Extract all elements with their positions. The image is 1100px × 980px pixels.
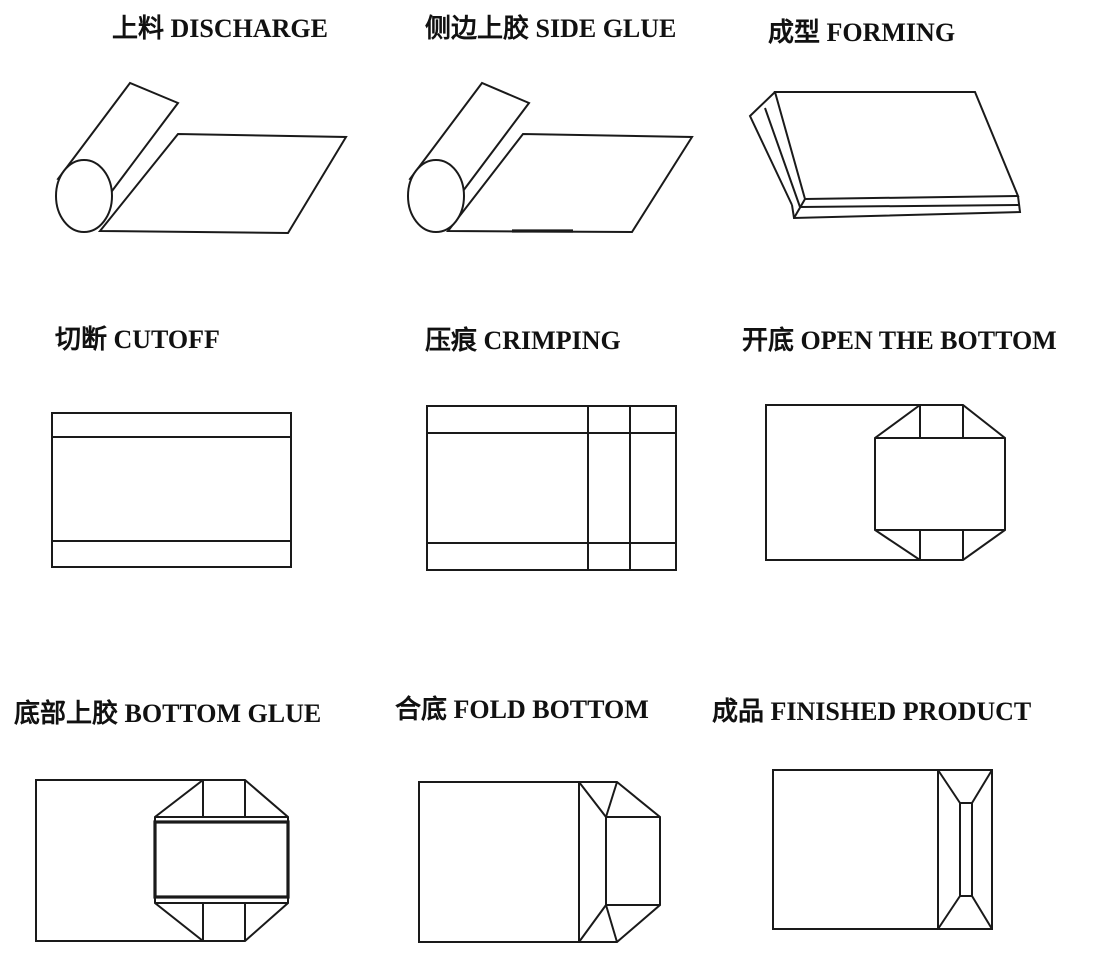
glue-area	[153, 820, 290, 899]
label-open-the-bottom: 开底 OPEN THE BOTTOM	[742, 326, 1057, 355]
label-fold-bottom: 合底 FOLD BOTTOM	[395, 695, 649, 724]
crimping-sheet-illustration	[426, 405, 677, 571]
open-bottom-illustration	[765, 404, 1006, 561]
fold-bottom-illustration	[418, 781, 661, 943]
label-crimping: 压痕 CRIMPING	[425, 326, 621, 355]
label-finished-product: 成品 FINISHED PRODUCT	[712, 697, 1032, 726]
bottom-glue-illustration	[35, 779, 290, 942]
label-bottom-glue: 底部上胶 BOTTOM GLUE	[14, 699, 322, 728]
discharge-roll-illustration	[55, 81, 348, 235]
finished-product-illustration	[772, 769, 993, 930]
side-glue-roll-illustration	[407, 81, 694, 234]
label-side-glue: 侧边上胶 SIDE GLUE	[425, 14, 677, 43]
label-discharge: 上料 DISCHARGE	[112, 14, 328, 43]
forming-tube-illustration	[748, 91, 1022, 220]
label-forming: 成型 FORMING	[768, 18, 956, 47]
label-cutoff: 切断 CUTOFF	[55, 325, 220, 354]
cutoff-sheet-illustration	[51, 412, 292, 568]
